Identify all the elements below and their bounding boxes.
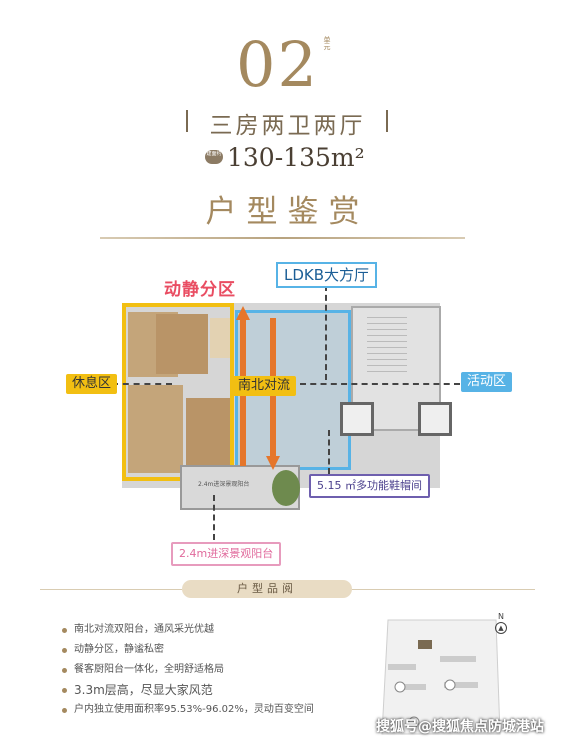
feature-item: 3.3m层高，尽显大家风范 (62, 680, 382, 700)
feature-list: 南北对流双阳台，通风采光优越 动静分区，静谧私密 餐客厨阳台一体化，全明舒适格局… (62, 620, 382, 720)
area-badge: 建面约 (205, 150, 223, 164)
feature-item: 南北对流双阳台，通风采光优越 (62, 620, 382, 640)
zone-label: 动静分区 (164, 280, 236, 300)
site-boundary (381, 619, 501, 735)
title-bar-right (386, 110, 388, 132)
unit-number: 02 (236, 28, 319, 101)
appreciation-title: 户型鉴赏 (205, 194, 370, 230)
area-row: 建面约 130-135m² (205, 140, 365, 174)
room-master-bedroom (156, 314, 208, 374)
site-marker (394, 681, 406, 693)
site-plan (381, 619, 501, 735)
shoe-leader-line (328, 430, 330, 474)
rest-area-label: 休息区 (66, 374, 118, 394)
section-banner: 户型品阅 (182, 580, 352, 598)
room-bedroom-3 (186, 398, 231, 472)
room-bathroom (210, 318, 232, 358)
north-indicator: N ▲ (494, 612, 508, 634)
layout-type: 三房两卫两厅 (209, 113, 366, 139)
rest-zone-outline (122, 303, 234, 481)
room-bedroom-2 (128, 385, 183, 473)
elevator-2 (418, 402, 452, 436)
header: 02 单元 三房两卫两厅 建面约 130-135m² 户型鉴赏 (0, 0, 575, 245)
arrow-down-icon (266, 456, 280, 470)
site-marker (408, 716, 420, 728)
feature-item: 餐客厨阳台一体化，全明舒适格局 (62, 660, 382, 680)
shoe-room-label: 5.15 ㎡多功能鞋帽间 (309, 474, 430, 498)
north-arrow-icon: ▲ (495, 622, 507, 634)
title-bar-left (186, 110, 188, 132)
north-letter: N (498, 612, 504, 621)
staircase (367, 312, 407, 372)
site-marker (444, 679, 456, 691)
watermark: 搜狐号@搜狐焦点防城港站 (376, 719, 544, 735)
arrow-up-icon (236, 306, 250, 320)
area-value: 130-135m² (227, 142, 365, 172)
banner-line-right (352, 589, 535, 590)
activity-leader-line (300, 383, 460, 385)
rest-leader-line (112, 383, 172, 385)
banner-line-left (40, 589, 182, 590)
feature-item: 户内独立使用面积率95.53%-96.02%，灵动百变空间 (62, 700, 382, 720)
site-building (440, 656, 476, 662)
plant-icon (272, 470, 300, 506)
activity-area-label: 活动区 (461, 372, 513, 392)
balcony-leader-line (213, 495, 215, 540)
ldkb-label: LDKB大方厅 (276, 262, 378, 288)
site-building (444, 682, 478, 688)
divider (100, 237, 465, 239)
balcony-label: 2.4m进深景观阳台 (171, 542, 282, 566)
unit-tag: 单元 (323, 36, 331, 50)
north-south-label: 南北对流 (232, 376, 297, 396)
ldkb-leader-line (325, 285, 327, 380)
elevator-1 (340, 402, 374, 436)
site-building-highlight (418, 640, 432, 649)
feature-item: 动静分区，静谧私密 (62, 640, 382, 660)
site-building (388, 664, 416, 670)
site-building (396, 684, 426, 690)
balcony-inner-label: 2.4m进深景观阳台 (198, 481, 250, 488)
